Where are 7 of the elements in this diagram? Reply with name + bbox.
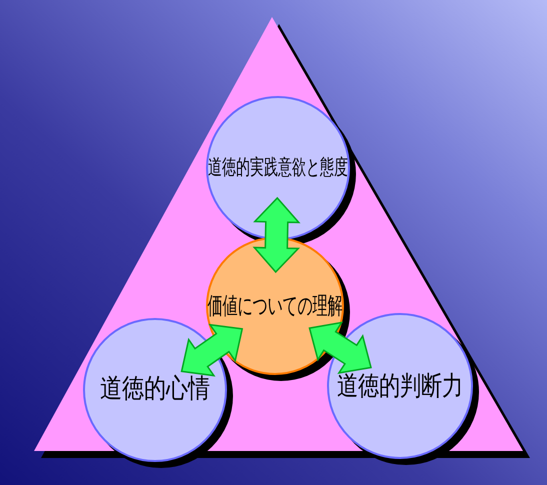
node-label: 道徳的心情 — [100, 376, 210, 404]
node-label: 価値についての理解 — [208, 294, 342, 318]
double-arrow — [180, 324, 244, 377]
node-label: 道徳的実践意欲と態度 — [208, 158, 348, 178]
double-arrow — [252, 196, 300, 274]
double-arrow — [308, 321, 372, 374]
node-label: 道徳的判断力 — [337, 372, 463, 400]
